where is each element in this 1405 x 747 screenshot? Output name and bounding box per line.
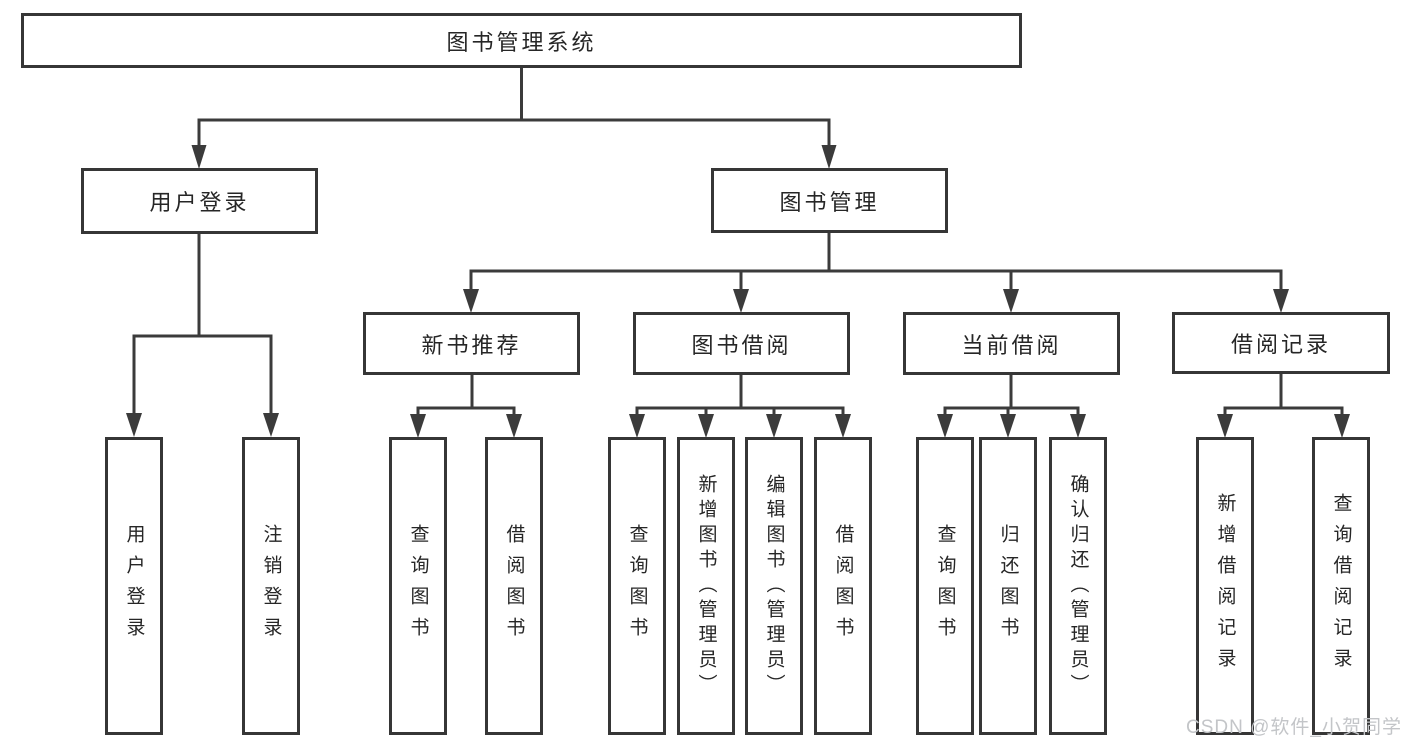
- node-borrow-records-label: 借阅记录: [1230, 332, 1331, 357]
- leaf-confirm-return-admin: 确认归还（管理员）: [1049, 437, 1107, 735]
- leaf-query-books-current: 查询图书: [916, 437, 974, 735]
- leaf-user-login: 用户登录: [105, 437, 163, 735]
- leaf-logout-label: 注销登录: [260, 524, 282, 648]
- leaf-logout: 注销登录: [242, 437, 300, 735]
- leaf-borrow-books-recommend-label: 借阅图书: [503, 524, 525, 648]
- leaf-edit-book-admin: 编辑图书（管理员）: [745, 437, 803, 735]
- leaf-borrow-books: 借阅图书: [814, 437, 872, 735]
- leaf-borrow-books-recommend: 借阅图书: [485, 437, 543, 735]
- leaf-query-books-borrow-label: 查询图书: [626, 524, 648, 648]
- leaf-add-book-admin: 新增图书（管理员）: [677, 437, 735, 735]
- node-current-borrow: 当前借阅: [903, 312, 1120, 375]
- connector-root-to-level2: [191, 68, 837, 169]
- node-book-borrow: 图书借阅: [633, 312, 850, 375]
- connector-borrow-to-leaves: [629, 375, 851, 438]
- connector-userlogin-to-leaves: [126, 234, 279, 437]
- node-new-book-recommend-label: 新书推荐: [421, 332, 522, 358]
- connector-bookmgmt-to-level3: [463, 233, 1289, 313]
- node-new-book-recommend: 新书推荐: [363, 312, 580, 375]
- connector-recommend-to-leaves: [410, 375, 522, 438]
- leaf-query-borrow-record-label: 查询借阅记录: [1330, 493, 1352, 679]
- leaf-add-borrow-record-label: 新增借阅记录: [1214, 493, 1236, 679]
- leaf-query-books-borrow: 查询图书: [608, 437, 666, 735]
- leaf-query-books-current-label: 查询图书: [934, 524, 956, 648]
- node-user-login-label: 用户登录: [149, 190, 250, 215]
- connector-current-to-leaves: [937, 375, 1086, 438]
- node-root-label: 图书管理系统: [446, 29, 597, 55]
- leaf-query-borrow-record: 查询借阅记录: [1312, 437, 1370, 735]
- node-book-borrow-label: 图书借阅: [691, 332, 792, 358]
- connector-records-to-leaves: [1217, 374, 1350, 438]
- node-root: 图书管理系统: [21, 13, 1022, 68]
- leaf-add-borrow-record: 新增借阅记录: [1196, 437, 1254, 735]
- leaf-confirm-return-admin-label: 确认归还（管理员）: [1067, 473, 1089, 699]
- leaf-query-books-recommend-label: 查询图书: [407, 524, 429, 648]
- node-book-management-label: 图书管理: [779, 189, 880, 215]
- node-book-management: 图书管理: [711, 168, 948, 233]
- leaf-query-books-recommend: 查询图书: [389, 437, 447, 735]
- leaf-user-login-label: 用户登录: [123, 524, 145, 648]
- leaf-add-book-admin-label: 新增图书（管理员）: [695, 473, 717, 699]
- node-user-login: 用户登录: [81, 168, 318, 234]
- node-borrow-records: 借阅记录: [1172, 312, 1390, 374]
- leaf-return-books-label: 归还图书: [997, 524, 1019, 648]
- leaf-return-books: 归还图书: [979, 437, 1037, 735]
- node-current-borrow-label: 当前借阅: [961, 332, 1062, 358]
- leaf-borrow-books-label: 借阅图书: [832, 524, 854, 648]
- csdn-watermark: CSDN @软件_小贺同学: [1186, 717, 1402, 738]
- leaf-edit-book-admin-label: 编辑图书（管理员）: [763, 473, 785, 699]
